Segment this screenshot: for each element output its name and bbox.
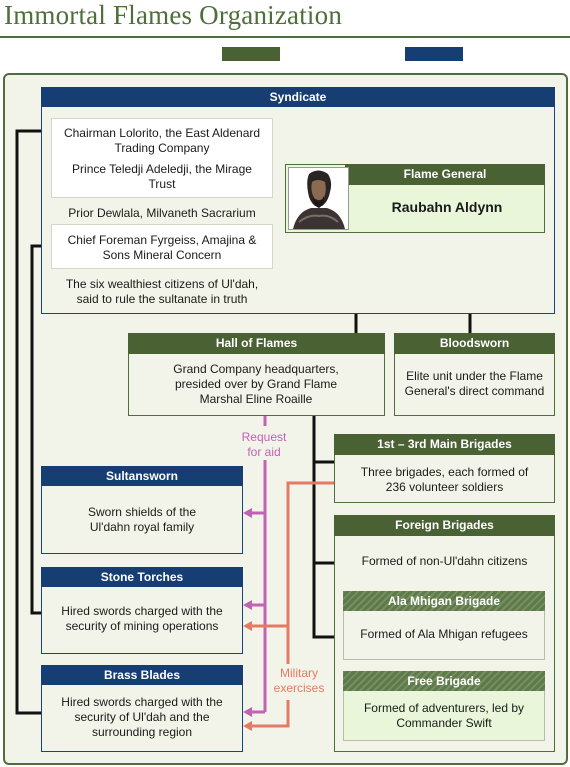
bloodsworn-header: Bloodsworn — [394, 333, 555, 354]
syndicate-member-teledji: Prince Teledji Adeledji, the Mirage Trus… — [72, 162, 252, 191]
syndicate-header: Syndicate — [41, 87, 555, 107]
title-divider — [0, 36, 570, 38]
free-brigade-description: Formed of adventurers, led by Commander … — [363, 701, 525, 730]
syndicate-to-brass-blades-line — [15, 129, 51, 715]
syndicate-member-dewlala: Prior Dewlala, Milvaneth Sacrarium — [68, 206, 256, 220]
page-title: Immortal Flames Organization — [4, 0, 343, 30]
portrait-icon — [288, 167, 349, 230]
bloodsworn-description: Elite unit under the Flame General's dir… — [404, 369, 545, 398]
stone-torches-header: Stone Torches — [41, 567, 243, 587]
military-exercises-label: Military exercises — [273, 666, 325, 695]
main-brigades-description: Three brigades, each formed of 236 volun… — [360, 465, 529, 494]
stone-torches-description: Hired swords charged with the security o… — [61, 604, 223, 633]
hall-of-flames-header: Hall of Flames — [128, 333, 385, 354]
foreign-brigades-description: Formed of non-Ul'dahn citizens — [361, 554, 528, 568]
ala-mhigan-brigade-description: Formed of Ala Mhigan refugees — [360, 627, 528, 641]
brass-blades-header: Brass Blades — [41, 665, 243, 685]
main-brigades-header: 1st – 3rd Main Brigades — [334, 434, 555, 455]
flame-general-name: Raubahn Aldynn — [391, 199, 503, 215]
syndicate-member-lolorito: Chairman Lolorito, the East Aldenard Tra… — [63, 126, 261, 155]
sultansworn-description: Sworn shields of the Ul'dahn royal famil… — [87, 505, 197, 534]
free-brigade-header: Free Brigade — [343, 671, 545, 691]
legend-swatch-green — [222, 47, 280, 61]
syndicate-member-card — [51, 224, 273, 269]
hall-to-ala-mhigan-line — [312, 416, 343, 639]
syndicate-member-fyrgeiss: Chief Foreman Fyrgeiss, Amajina & Sons M… — [67, 233, 257, 262]
syndicate-description: The six wealthiest citizens of Ul'dah, s… — [65, 277, 259, 306]
ala-mhigan-brigade-header: Ala Mhigan Brigade — [343, 591, 545, 611]
request-for-aid-label: Request for aid — [241, 430, 287, 459]
syndicate-member-card — [51, 118, 273, 198]
brass-blades-description: Hired swords charged with the security o… — [61, 695, 223, 739]
flame-general-header: Flame General — [345, 164, 545, 185]
hall-of-flames-description: Grand Company headquarters, presided ove… — [173, 362, 339, 406]
foreign-brigades-header: Foreign Brigades — [334, 515, 555, 536]
sultansworn-header: Sultansworn — [41, 466, 243, 486]
legend-swatch-blue — [405, 47, 463, 61]
